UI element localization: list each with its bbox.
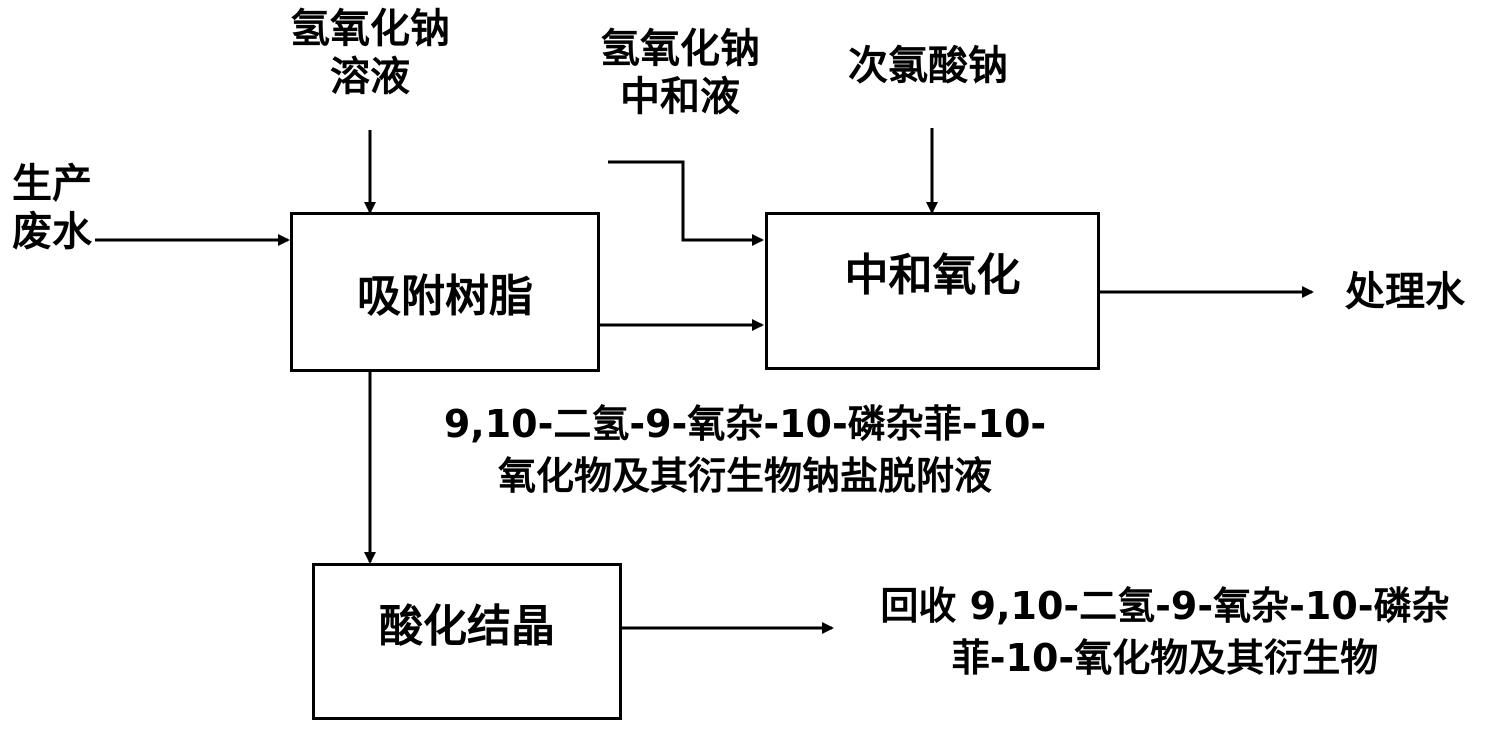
adsorption-resin-box: 吸附树脂 [290, 212, 600, 372]
neutralization-oxidation-label: 中和氧化 [844, 250, 1021, 301]
arrow-neutralizer-to-neutralization [608, 160, 764, 246]
naoh-neutralizer-line1: 氢氧化钠 [600, 26, 760, 72]
neutralization-oxidation-box: 中和氧化 [765, 212, 1100, 370]
adsorption-resin-label: 吸附树脂 [357, 271, 533, 322]
naoh-solution-line2: 溶液 [330, 54, 410, 100]
wastewater-line1: 生产 [12, 161, 92, 207]
recovery-line1: 回收 9,10-二氢-9-氧杂-10-磷杂 [880, 584, 1450, 628]
wastewater-line2: 废水 [12, 209, 92, 255]
desorption-liquid-line2: 氧化物及其衍生物钠盐脱附液 [497, 454, 992, 498]
naoh-neutralizer-line2: 中和液 [620, 74, 740, 120]
sodium-hypochlorite-label: 次氯酸钠 [848, 43, 1008, 89]
recovery-line2: 菲-10-氧化物及其衍生物 [951, 636, 1379, 680]
naoh-neutralizer-label: 氢氧化钠 中和液 [580, 25, 780, 121]
wastewater-label: 生产 废水 [12, 160, 92, 256]
treated-water-label: 处理水 [1345, 269, 1465, 315]
acidification-crystallization-label: 酸化结晶 [379, 600, 555, 652]
acidification-crystallization-box: 酸化结晶 [312, 563, 622, 720]
desorption-liquid-label: 9,10-二氢-9-氧杂-10-磷杂菲-10- 氧化物及其衍生物钠盐脱附液 [375, 398, 1115, 502]
naoh-solution-label: 氢氧化钠 溶液 [235, 5, 505, 101]
desorption-liquid-line1: 9,10-二氢-9-氧杂-10-磷杂菲-10- [443, 402, 1047, 446]
recovery-label: 回收 9,10-二氢-9-氧杂-10-磷杂 菲-10-氧化物及其衍生物 [840, 580, 1490, 684]
naoh-solution-line1: 氢氧化钠 [290, 6, 450, 52]
